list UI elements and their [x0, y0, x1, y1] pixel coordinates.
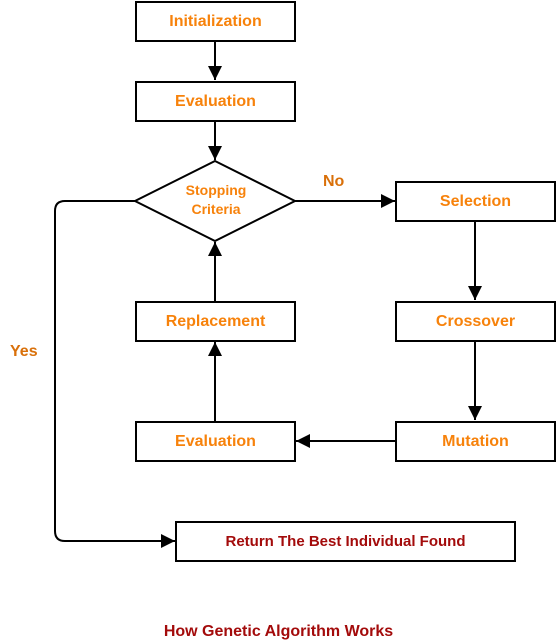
- selection-box: Selection: [395, 181, 556, 222]
- no-label: No: [323, 173, 345, 190]
- stopping-criteria-line1: Stopping: [185, 182, 247, 198]
- stopping-criteria-label: Stopping Criteria: [136, 181, 296, 219]
- return-best-box: Return The Best Individual Found: [175, 521, 516, 562]
- arrow-stopping-to-return: [54, 200, 175, 548]
- crossover-box: Crossover: [395, 301, 556, 342]
- replacement-box: Replacement: [135, 301, 296, 342]
- evaluation-box-bottom: Evaluation: [135, 421, 296, 462]
- stopping-criteria-line2: Criteria: [191, 201, 241, 217]
- stopping-criteria-diamond: [132, 159, 298, 243]
- initialization-box: Initialization: [135, 1, 296, 42]
- yes-label: Yes: [10, 343, 38, 360]
- mutation-box: Mutation: [395, 421, 556, 462]
- diagram-caption: How Genetic Algorithm Works: [163, 623, 394, 640]
- evaluation-box-top: Evaluation: [135, 81, 296, 122]
